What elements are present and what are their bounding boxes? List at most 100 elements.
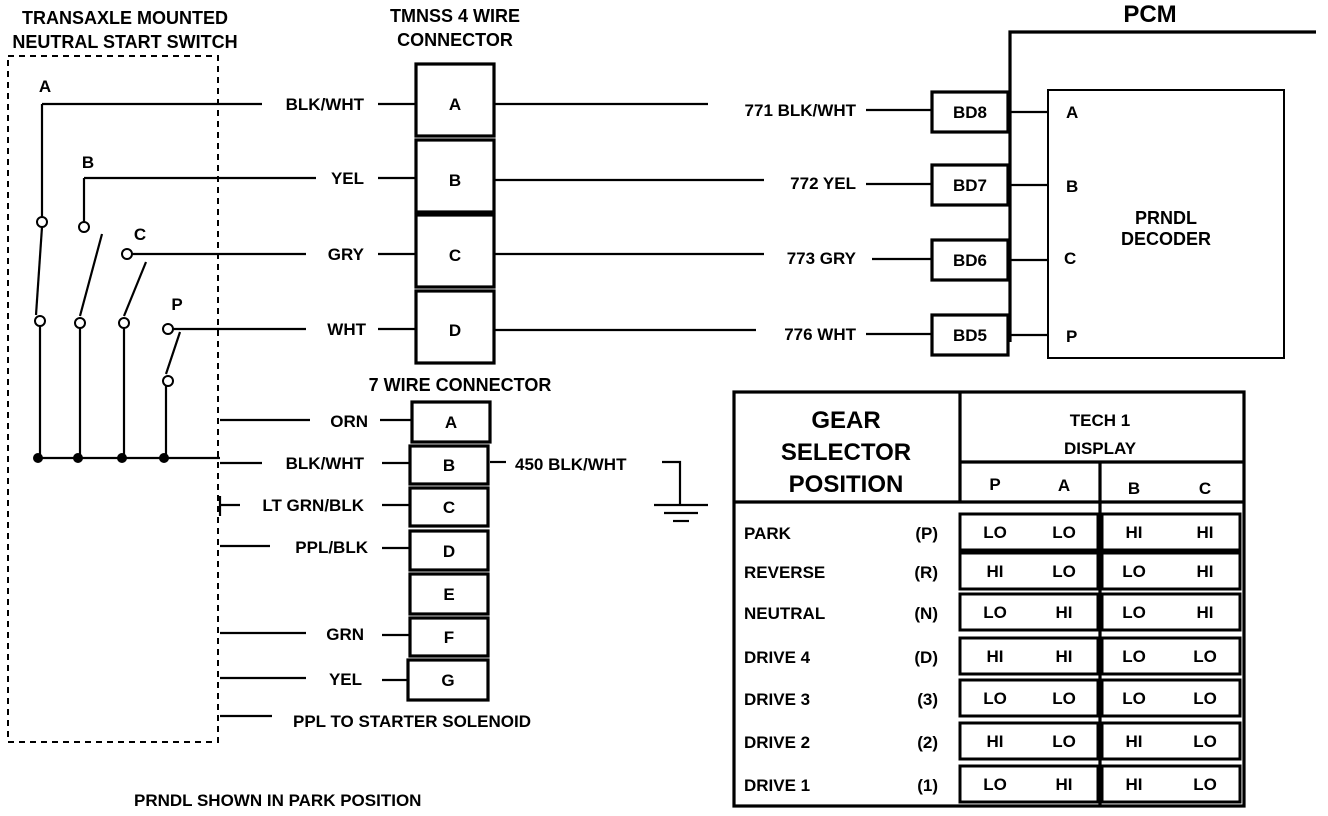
seven-wire-pin-a: A (445, 413, 457, 432)
tmnss-left-wire-a: BLK/WHT (286, 95, 365, 114)
display-value: LO (983, 523, 1007, 542)
table-header-line1: GEAR (811, 407, 880, 434)
tmnss-pin-a-box (414, 62, 496, 138)
display-value: LO (983, 775, 1007, 794)
pcm-terminal-bd8 (930, 90, 1010, 134)
switch-contact-b-label: B (82, 153, 94, 172)
display-value: LO (1122, 562, 1146, 581)
column-header-b: B (1128, 479, 1140, 498)
seven-wire-title: 7 WIRE CONNECTOR (369, 375, 552, 395)
tmnss-pin-d-label: D (449, 321, 461, 340)
tech1-header-line2: DISPLAY (1064, 439, 1137, 458)
switch-post (121, 248, 133, 260)
seven-wire-left-a: ORN (330, 412, 368, 431)
switch-post (162, 375, 174, 387)
gear-position-name: REVERSE (744, 563, 825, 582)
display-value: LO (1052, 523, 1076, 542)
display-value: HI (1197, 562, 1214, 581)
display-value: HI (1197, 603, 1214, 622)
seven-wire-connector: 7 WIRE CONNECTOR A B C D E F G ORN BLK/W… (218, 375, 708, 731)
gear-position-name: PARK (744, 524, 792, 543)
switch-title-line2: NEUTRAL START SWITCH (12, 32, 237, 52)
display-value: HI (1126, 775, 1143, 794)
junction-dot (117, 453, 127, 463)
seven-wire-left-g: YEL (329, 670, 362, 689)
display-value: LO (1052, 732, 1076, 751)
table-header-line3: POSITION (789, 471, 904, 498)
value-cell-frame (958, 721, 1100, 761)
switch-contact-c-label: C (134, 225, 146, 244)
pcm-terminal-label: BD6 (953, 251, 987, 270)
display-value: LO (983, 603, 1007, 622)
seven-wire-pin-box (408, 616, 490, 658)
tmnss-left-wire-b: YEL (331, 169, 364, 188)
column-header-p: P (989, 475, 1000, 494)
table-header-line2: SELECTOR (781, 439, 911, 466)
switch-blade-c (122, 261, 148, 317)
value-cell-frame (1100, 764, 1242, 804)
display-value: LO (1193, 689, 1217, 708)
switch-post (78, 221, 90, 233)
gear-position-name: DRIVE 2 (744, 733, 810, 752)
switch-contact-a-label: A (39, 77, 51, 96)
junction-dot (33, 453, 43, 463)
value-cell-frame (958, 678, 1100, 718)
tmnss-right-wire-d: 776 WHT (784, 325, 856, 344)
switch-post (74, 317, 86, 329)
decoder-input-c: C (1064, 249, 1076, 268)
display-value: LO (983, 689, 1007, 708)
seven-wire-pin-box (408, 444, 490, 486)
neutral-start-switch: TRANSAXLE MOUNTED NEUTRAL START SWITCH A… (7, 8, 238, 743)
gear-selector-table: GEAR SELECTOR POSITION TECH 1 DISPLAY P … (732, 390, 1246, 808)
value-cell-frame (1100, 512, 1242, 552)
gear-position-code: (1) (917, 776, 938, 795)
switch-post (34, 315, 46, 327)
value-cell-frame (958, 551, 1100, 591)
gear-position-name: DRIVE 3 (744, 690, 810, 709)
switch-post (36, 216, 48, 228)
decoder-title-line1: PRNDL (1135, 208, 1197, 228)
display-value: HI (1056, 775, 1073, 794)
value-cell-frame (1100, 636, 1242, 676)
display-value: HI (987, 732, 1004, 751)
solenoid-wire-label: PPL TO STARTER SOLENOID (293, 712, 531, 731)
value-cell-frame (1100, 592, 1242, 632)
pcm-title: PCM (1123, 1, 1176, 28)
tmnss-pin-c-box (414, 213, 496, 289)
value-cell-frame (958, 512, 1100, 552)
gear-position-code: (R) (914, 563, 938, 582)
display-value: LO (1193, 732, 1217, 751)
display-value: LO (1122, 647, 1146, 666)
tmnss-pin-d-box (414, 289, 496, 365)
tmnss-pin-b-label: B (449, 171, 461, 190)
value-cell-frame (958, 764, 1100, 804)
tmnss-pin-a-label: A (449, 95, 461, 114)
display-value: HI (1056, 647, 1073, 666)
display-value: LO (1052, 689, 1076, 708)
display-value: LO (1122, 603, 1146, 622)
display-value: HI (1126, 732, 1143, 751)
display-value: HI (987, 562, 1004, 581)
switch-blade-a (34, 226, 44, 316)
switch-contact-p-label: P (171, 295, 182, 314)
gear-position-name: DRIVE 1 (744, 776, 810, 795)
seven-wire-pin-e: E (443, 585, 454, 604)
gear-position-name: NEUTRAL (744, 604, 825, 623)
tech1-header-line1: TECH 1 (1070, 411, 1130, 430)
value-cell-frame (958, 592, 1100, 632)
decoder-input-p: P (1066, 327, 1077, 346)
display-value: HI (1197, 523, 1214, 542)
pcm-terminal-label: BD7 (953, 176, 987, 195)
value-cell-frame (1100, 678, 1242, 718)
value-cell-frame (958, 636, 1100, 676)
display-value: LO (1122, 689, 1146, 708)
display-value: LO (1193, 647, 1217, 666)
seven-wire-pin-b: B (443, 456, 455, 475)
